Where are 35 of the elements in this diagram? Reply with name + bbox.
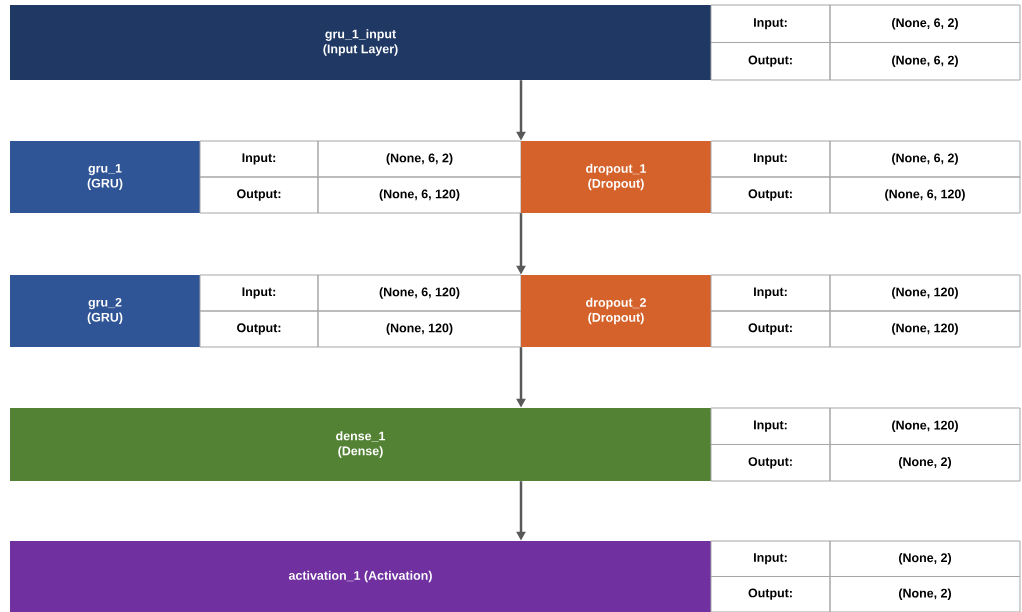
table-cell: Output: (199, 176, 319, 214)
table-cell: (None, 120) (829, 274, 1021, 312)
layer-box: gru_1 (GRU) (10, 141, 200, 213)
layer-box: dropout_2 (Dropout) (521, 275, 711, 347)
layer-box: gru_1_input (Input Layer) (10, 5, 711, 80)
table-cell: Output: (710, 176, 831, 214)
table-cell: (None, 2) (829, 540, 1021, 577)
layer-box: gru_2 (GRU) (10, 275, 200, 347)
table-cell: (None, 6, 120) (317, 274, 522, 312)
table-cell: Input: (710, 540, 831, 577)
table-cell: (None, 120) (317, 310, 522, 348)
layer-box: dense_1 (Dense) (10, 408, 711, 481)
table-cell: Output: (710, 444, 831, 482)
table-cell: Output: (710, 576, 831, 612)
table-cell: (None, 6, 2) (829, 4, 1021, 43)
table-cell: Output: (710, 42, 831, 81)
table-cell: (None, 120) (829, 407, 1021, 445)
table-cell: Input: (710, 407, 831, 445)
table-cell: Output: (710, 310, 831, 348)
table-cell: Output: (199, 310, 319, 348)
table-cell: Input: (710, 4, 831, 43)
layer-box: activation_1 (Activation) (10, 541, 711, 612)
table-cell: Input: (199, 274, 319, 312)
table-cell: (None, 2) (829, 444, 1021, 482)
table-cell: (None, 120) (829, 310, 1021, 348)
table-cell: (None, 6, 120) (829, 176, 1021, 214)
table-cell: (None, 6, 2) (829, 42, 1021, 81)
table-cell: (None, 2) (829, 576, 1021, 612)
table-cell: Input: (199, 140, 319, 178)
table-cell: (None, 6, 2) (829, 140, 1021, 178)
table-cell: (None, 6, 120) (317, 176, 522, 214)
table-cell: Input: (710, 274, 831, 312)
table-cell: (None, 6, 2) (317, 140, 522, 178)
layer-box: dropout_1 (Dropout) (521, 141, 711, 213)
table-cell: Input: (710, 140, 831, 178)
